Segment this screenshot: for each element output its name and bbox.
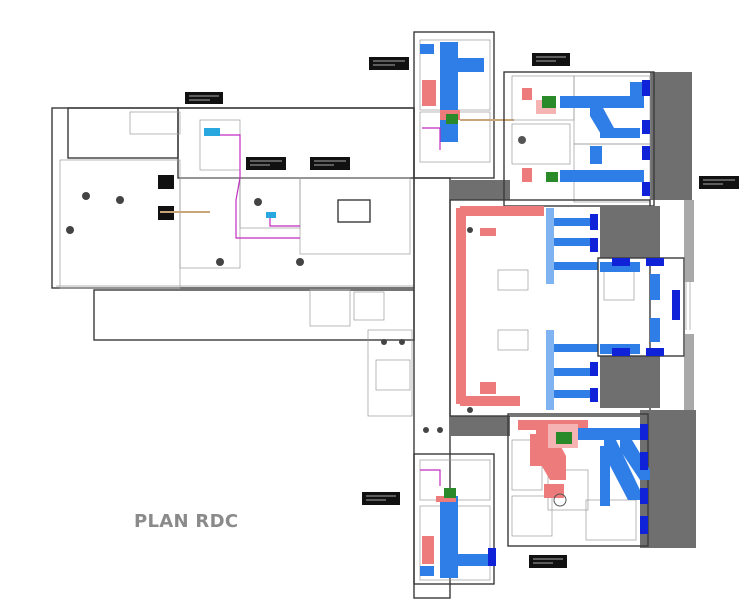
west-wing-piping: [160, 128, 300, 239]
equipment-tag: [362, 492, 400, 505]
equipment-tag: [529, 555, 567, 568]
equipment-tags: [185, 53, 739, 568]
equipment-tag: [369, 57, 409, 70]
north-wing: [413, 31, 514, 179]
plan-title: PLAN RDC: [134, 511, 239, 532]
east-facade: [684, 200, 694, 410]
south-east-wing: [507, 410, 696, 548]
east-wing: [597, 206, 691, 408]
north-east-wing: [503, 71, 692, 207]
equipment-tag: [310, 157, 350, 170]
equipment-tag: [699, 176, 739, 189]
equipment-tag: [185, 92, 223, 104]
central-hall: [449, 199, 651, 417]
equipment-tag: [246, 157, 286, 170]
west-wing: [51, 107, 415, 417]
south-wing: [413, 427, 496, 585]
equipment-tag: [532, 53, 570, 66]
